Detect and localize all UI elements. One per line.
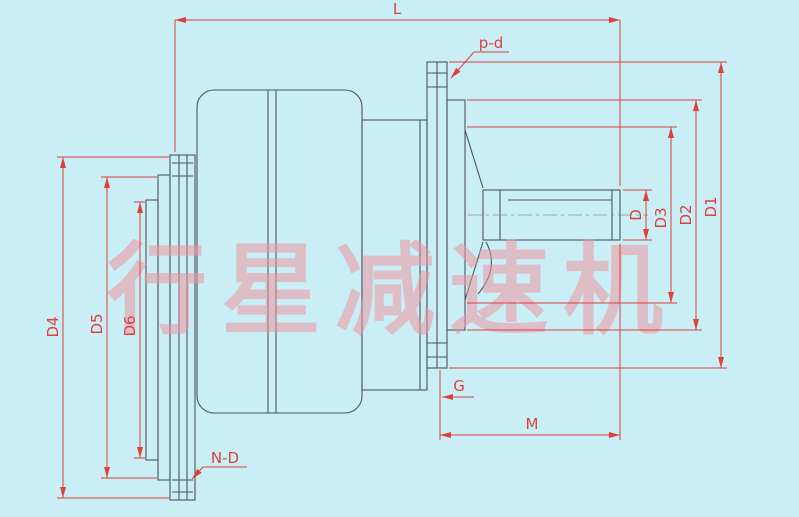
dim-input-bolt-holes: N-D [191,449,247,480]
dim-shaft-dia: D [623,189,652,241]
dim-shaft-extension: M [439,244,621,440]
dim-input-bolt-circle: D5 [88,176,157,479]
dim-input-flange-dia-label: D4 [44,316,62,337]
dim-total-length: L [174,0,621,186]
dim-total-length-label: L [393,0,402,18]
dim-flange-dia: D1 [449,61,727,369]
output-flange-bolt-holes [427,72,447,358]
dim-clearance-label: G [453,377,465,395]
watermark-text: 行星减速机 [107,232,677,349]
dim-input-bolt-circle-label: D5 [88,313,106,334]
dim-shaft-extension-label: M [526,415,539,433]
motor-housing [196,89,363,414]
dim-spigot-dia: D3 [467,126,677,304]
output-spigot [446,99,466,331]
dim-input-spigot-label: D6 [121,315,139,336]
dim-output-bolt-holes: p-d [450,34,509,79]
input-flange [145,154,196,501]
casting-curve [477,241,492,295]
output-flange [426,61,492,369]
dim-output-bolt-holes-label: p-d [479,34,503,52]
dim-spigot-dia-label: D3 [652,207,670,228]
dim-bolt-circle-dia-label: D2 [677,204,695,225]
dim-flange-dia-label: D1 [702,196,720,217]
dimensions: L p-d D D3 [44,0,727,499]
dim-input-flange-dia: D4 [44,156,169,499]
dim-clearance: G [442,377,474,400]
input-flange-plate [169,154,196,501]
dim-input-bolt-holes-label: N-D [211,449,239,467]
input-flange-bolt-holes [172,162,193,493]
dim-input-spigot: D6 [121,201,145,459]
dim-shaft-dia-label: D [627,209,645,221]
reducer-outline [145,61,648,501]
bearing-cone-bottom [464,241,484,301]
dim-bolt-circle-dia: D2 [467,99,702,331]
bearing-cone-top [464,129,484,189]
